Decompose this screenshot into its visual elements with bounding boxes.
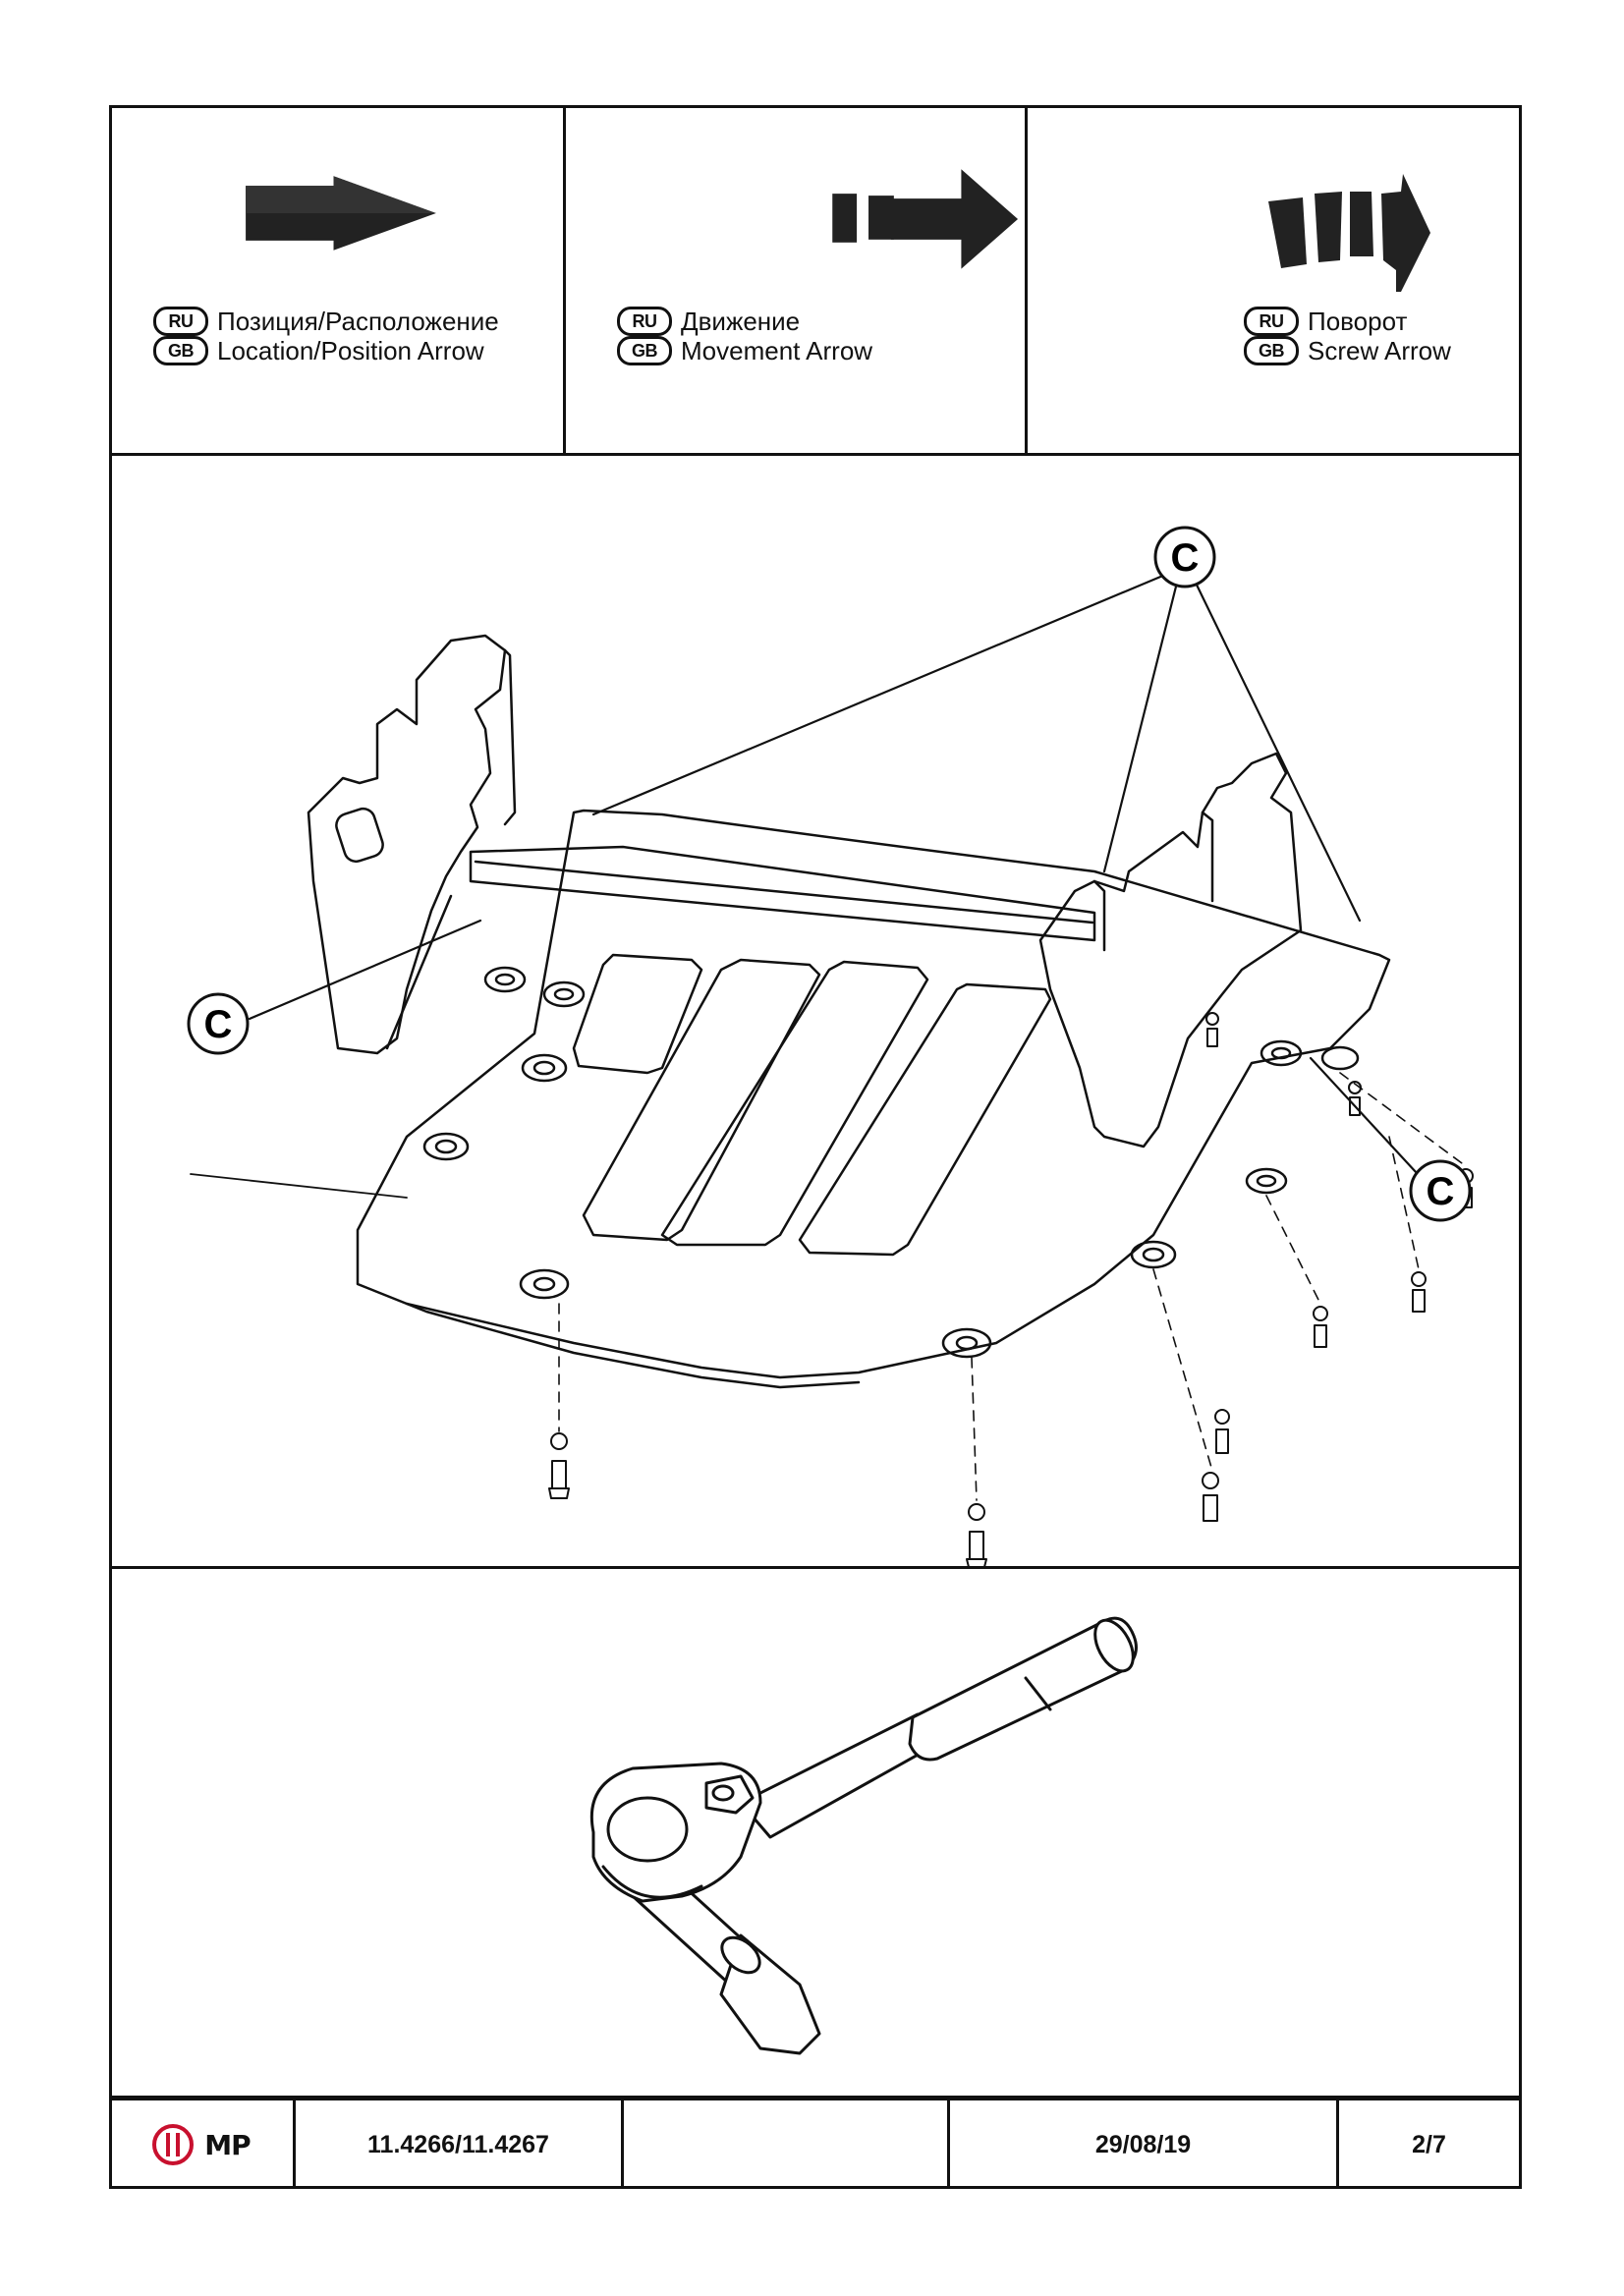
legend-text-screw: RU Поворот GB Screw Arrow	[1244, 307, 1451, 365]
title-block: MP 11.4266/11.4267 29/08/19 2/7	[109, 2096, 1522, 2189]
legend-row: RU Позиция/Расположение GB Location/Positi…	[109, 105, 1522, 456]
callout-c-top: C	[1153, 526, 1216, 588]
lang-badge-ru: RU	[1244, 307, 1299, 336]
left-mount-bracket	[307, 634, 507, 1055]
assembly-guide-lines	[558, 1072, 1467, 1501]
legend-label-gb: Location/Position Arrow	[217, 336, 484, 365]
ratchet-wrench-icon	[589, 1616, 1138, 2055]
bolt-holes	[422, 966, 1360, 1359]
lang-badge-gb: GB	[617, 336, 672, 365]
legend-label-gb: Movement Arrow	[681, 336, 873, 365]
tool-illustration	[112, 1572, 1519, 2093]
part-number: 11.4266/11.4267	[296, 2100, 624, 2189]
rib-1	[582, 958, 821, 1242]
legend-cell-location: RU Позиция/Расположение GB Location/Positi…	[109, 105, 566, 453]
callout-label: C	[204, 1003, 233, 1046]
brand-logo-text: MP	[204, 2128, 251, 2161]
legend-label-ru: Движение	[681, 307, 801, 336]
right-mount-bracket	[1038, 752, 1303, 1148]
lang-badge-gb: GB	[1244, 336, 1299, 365]
skid-plate-exploded-view: C C C	[187, 526, 1474, 1568]
front-crossbar	[469, 845, 1096, 942]
legend-text-movement: RU Движение GB Movement Arrow	[617, 307, 872, 365]
callout-label: C	[1171, 536, 1200, 580]
lang-badge-gb: GB	[153, 336, 208, 365]
callout-label: C	[1427, 1170, 1455, 1213]
callout-c-left: C	[187, 992, 250, 1055]
footer-logo-cell: MP	[109, 2100, 296, 2189]
movement-arrow-icon	[832, 169, 1019, 269]
page-number: 2/7	[1412, 2130, 1446, 2158]
legend-label-ru: Позиция/Расположение	[217, 307, 499, 336]
sheet-frame	[109, 105, 1522, 2189]
screw-arrow-icon	[1268, 174, 1430, 292]
rib-3	[798, 982, 1052, 1257]
lang-badge-ru: RU	[617, 307, 672, 336]
callout-c-right: C	[1409, 1159, 1472, 1222]
assembly-diagram: C C C	[112, 459, 1519, 1569]
legend-label-gb: Screw Arrow	[1308, 336, 1451, 365]
legend-cell-screw: RU Поворот GB Screw Arrow	[1028, 105, 1519, 453]
legend-cell-movement: RU Движение GB Movement Arrow	[566, 105, 1028, 453]
blank-field	[624, 2100, 950, 2189]
callout-leaders	[248, 573, 1430, 1188]
rib-2	[660, 960, 929, 1247]
brand-logo-icon	[152, 2124, 195, 2165]
revision-date: 29/08/19	[950, 2100, 1339, 2189]
bolts	[548, 1012, 1474, 1568]
legend-label-ru: Поворот	[1308, 307, 1408, 336]
brand-logo: MP	[151, 2123, 252, 2166]
legend-text-location: RU Позиция/Расположение GB Location/Positi…	[153, 307, 499, 365]
skid-plate-outline	[356, 809, 1391, 1379]
lang-badge-ru: RU	[153, 307, 208, 336]
location-arrow-icon	[246, 176, 436, 251]
